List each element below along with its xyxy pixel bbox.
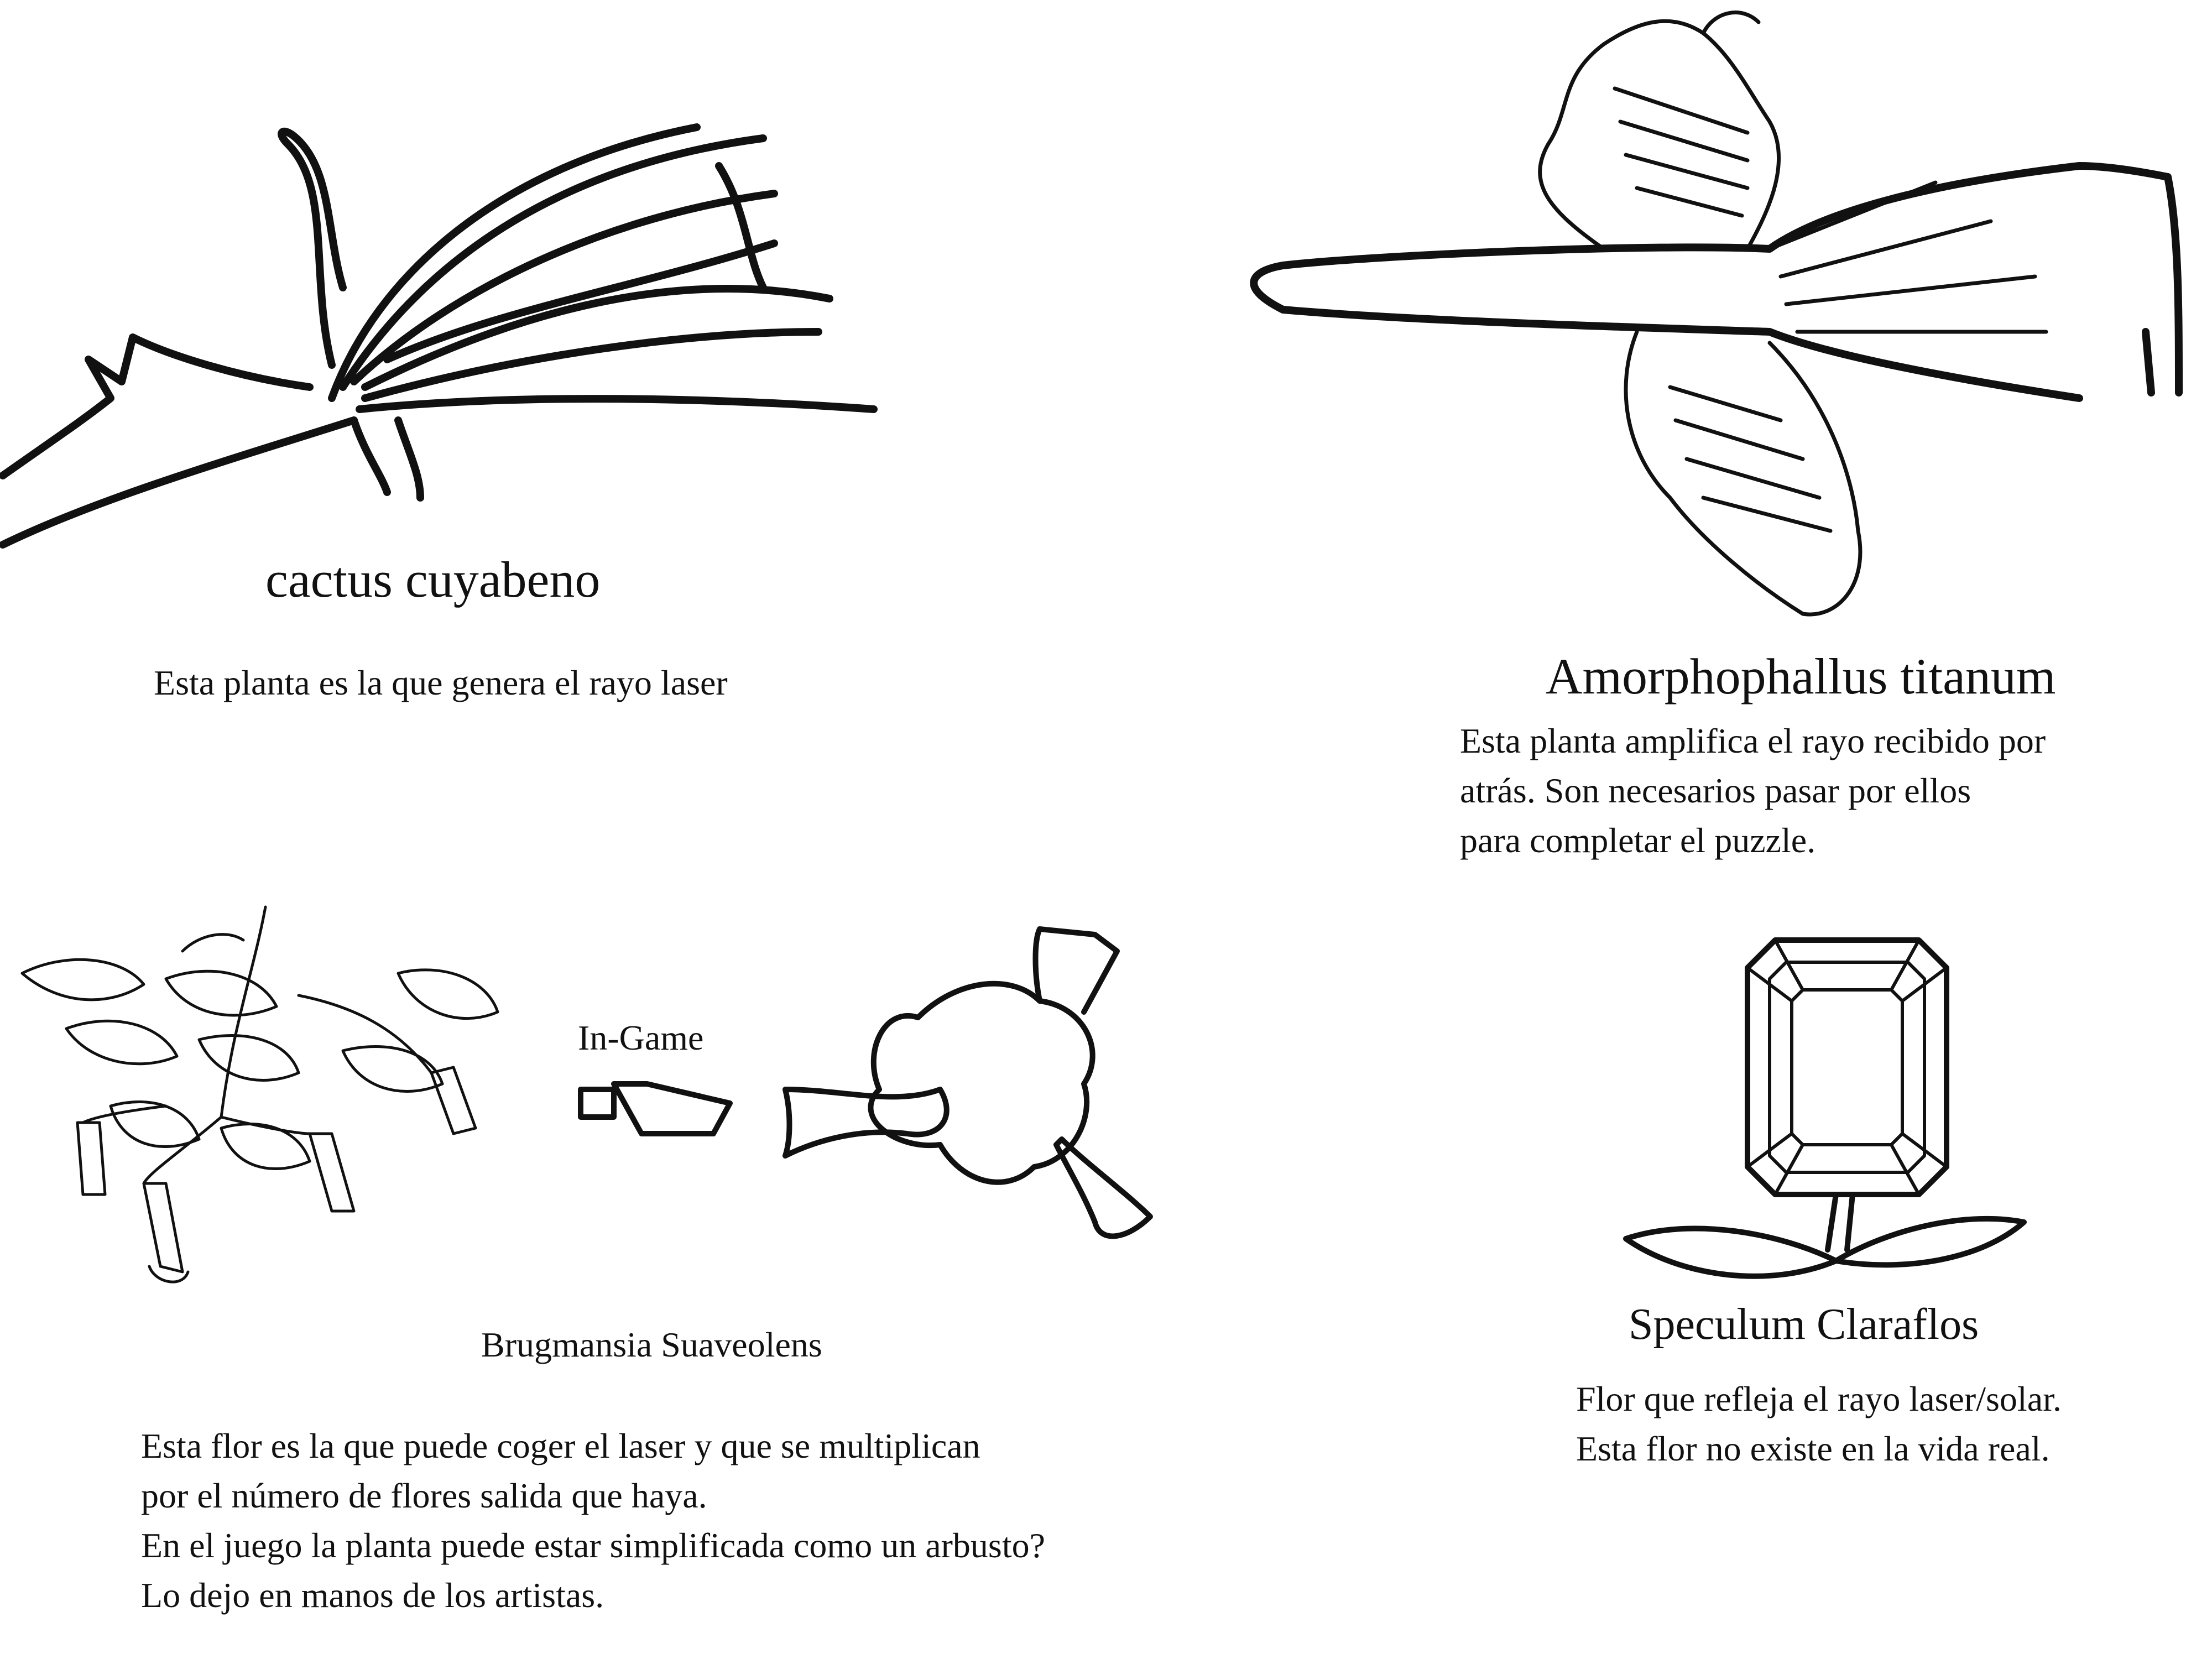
speculum-claraflos-illustration <box>1623 937 2027 1279</box>
cactus-title: cactus cuyabeno <box>265 551 601 608</box>
amorphophallus-description-line: para completar el puzzle. <box>1460 821 1816 860</box>
brugmansia-description-line: Lo dejo en manos de los artistas. <box>141 1575 604 1615</box>
cactus-description: Esta planta es la que genera el rayo las… <box>154 663 728 702</box>
cactus-cuyabeno-illustration <box>0 123 878 549</box>
brugmansia-description-line: por el número de flores salida que haya. <box>141 1476 707 1515</box>
brugmansia-description-line: En el juego la planta puede estar simpli… <box>141 1526 1045 1565</box>
amorphophallus-title: Amorphophallus titanum <box>1546 648 2056 705</box>
brugmansia-in-game-sprite <box>578 1081 733 1136</box>
brugmansia-description-line: Esta flor es la que puede coger el laser… <box>141 1426 980 1465</box>
amorphophallus-description: Esta planta amplifica el rayo recibido p… <box>1460 716 2046 865</box>
amorphophallus-illustration <box>1250 11 2183 617</box>
amorphophallus-description-line: Esta planta amplifica el rayo recibido p… <box>1460 721 2046 760</box>
in-game-label: In-Game <box>578 1018 704 1057</box>
brugmansia-title: Brugmansia Suaveolens <box>481 1325 822 1364</box>
brugmansia-in-game-bush <box>782 926 1153 1239</box>
speculum-description: Flor que refleja el rayo laser/solar. Es… <box>1576 1374 2062 1474</box>
speculum-title: Speculum Claraflos <box>1629 1300 1979 1349</box>
speculum-description-line: Flor que refleja el rayo laser/solar. <box>1576 1379 2062 1418</box>
speculum-description-line: Esta flor no existe en la vida real. <box>1576 1429 2050 1468</box>
brugmansia-bush-illustration <box>20 905 499 1284</box>
amorphophallus-description-line: atrás. Son necesarios pasar por ellos <box>1460 771 1971 810</box>
brugmansia-description: Esta flor es la que puede coger el laser… <box>141 1421 1045 1620</box>
